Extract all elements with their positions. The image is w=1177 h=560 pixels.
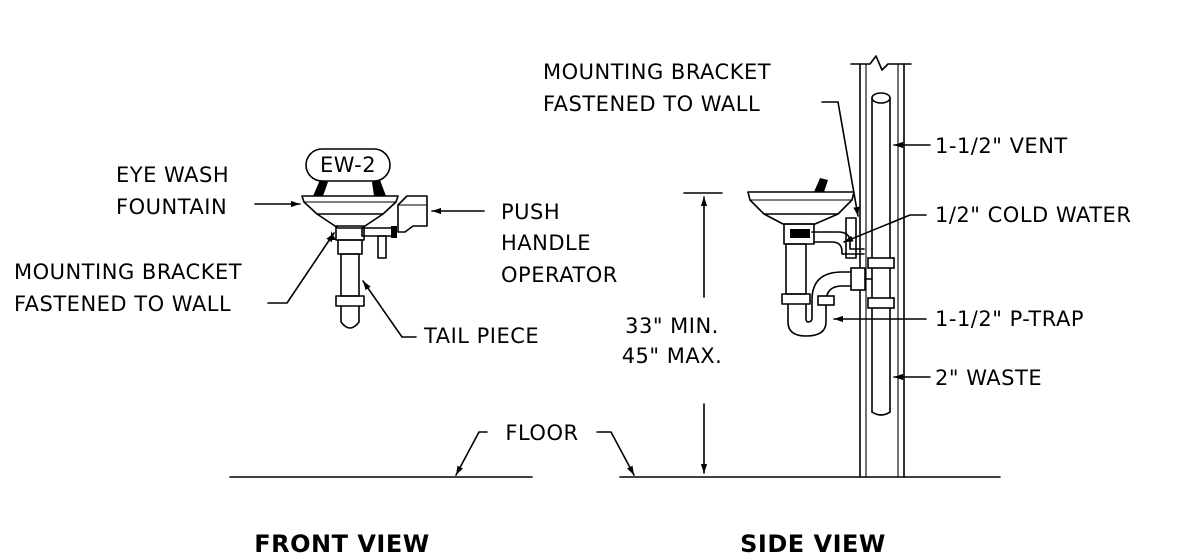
front-view-fixture: EW-2: [301, 148, 428, 329]
side-bowl: [747, 191, 855, 215]
label-floor: FLOOR: [505, 421, 578, 445]
side-view-title: SIDE VIEW: [740, 530, 886, 555]
vent-coupling: [867, 257, 895, 269]
label-vent: 1-1/2" VENT: [935, 134, 1068, 158]
label-side-bracket-1: MOUNTING BRACKET: [543, 60, 771, 84]
left-spray-head-icon: [313, 180, 328, 196]
tag-text: EW-2: [320, 153, 376, 177]
wall-break-line: [850, 55, 912, 71]
waste-coupling: [867, 297, 895, 309]
label-max-height: 45" MAX.: [622, 344, 723, 368]
label-front-bracket-1: MOUNTING BRACKET: [14, 260, 242, 284]
side-spray-head-icon: [814, 178, 828, 192]
tag-bubble: EW-2: [305, 148, 391, 182]
label-handle: HANDLE: [501, 231, 591, 255]
front-view-title: FRONT VIEW: [254, 530, 429, 555]
push-handle: [397, 195, 428, 233]
vent-waste-pipe: [867, 92, 895, 416]
side-wall: [850, 55, 912, 478]
label-p-trap: 1-1/2" P-TRAP: [935, 307, 1084, 331]
label-tail-piece: TAIL PIECE: [423, 324, 539, 348]
label-eye-wash: EYE WASH: [116, 163, 229, 187]
label-front-bracket-2: FASTENED TO WALL: [14, 292, 231, 316]
side-view-fixture: [747, 178, 873, 337]
label-fountain: FOUNTAIN: [116, 195, 227, 219]
right-spray-head-icon: [372, 180, 386, 196]
label-cold-water: 1/2" COLD WATER: [935, 203, 1131, 227]
p-trap: [787, 285, 853, 337]
front-bowl: [301, 195, 399, 215]
label-side-bracket-2: FASTENED TO WALL: [543, 92, 760, 116]
label-waste: 2" WASTE: [935, 366, 1042, 390]
label-push: PUSH: [501, 200, 560, 224]
label-operator: OPERATOR: [501, 263, 618, 287]
label-min-height: 33" MIN.: [625, 314, 719, 338]
